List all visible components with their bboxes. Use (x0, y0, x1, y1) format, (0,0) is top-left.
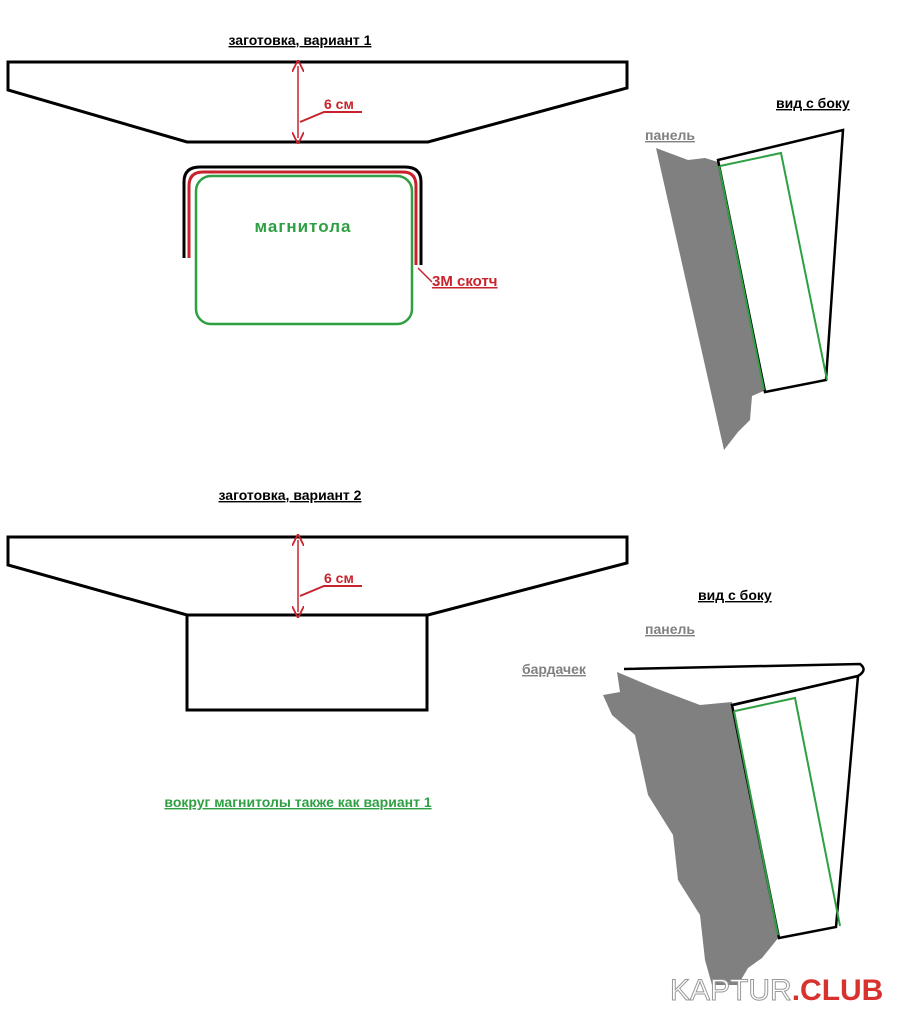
tape-outline (187, 170, 418, 265)
dimension-leader-1 (299, 111, 362, 123)
variant2-title: заготовка, вариант 2 (219, 487, 362, 503)
watermark-part1: KAPTUR (670, 974, 792, 1007)
watermark-part2: .CLUB (792, 974, 884, 1007)
panel-shape-1 (656, 148, 766, 450)
blank-shape-1 (6, 60, 629, 144)
bracket-outline (182, 165, 423, 265)
panel-shape-2 (603, 672, 779, 985)
variant1-title: заготовка, вариант 1 (229, 32, 372, 48)
side-radio-edge-2 (733, 710, 779, 936)
side-view-title-2: вид с боку (698, 587, 772, 603)
tape-label: 3М скотч (432, 273, 498, 290)
glovebox-label: бардачек (522, 661, 587, 677)
panel-label-1: панель (645, 127, 695, 143)
blank-shape-2 (6, 535, 629, 617)
variant2-note: вокруг магнитолы также как вариант 1 (164, 794, 431, 810)
radio-label: магнитола (255, 217, 352, 236)
side-radio-2 (734, 696, 841, 927)
side-radio-edge-1 (718, 165, 765, 391)
panel-label-2: панель (645, 621, 695, 637)
radio-outline (194, 174, 414, 326)
dimension-label-2: 6 см (324, 570, 354, 586)
side-radio-1 (719, 151, 828, 381)
side-view-title-1: вид с боку (776, 95, 850, 111)
tape-leader (417, 267, 433, 283)
radio-box-2 (185, 613, 429, 712)
watermark-logo: KAPTUR.CLUB (670, 974, 883, 1007)
dimension-label-1: 6 см (324, 96, 354, 112)
dimension-leader-2 (299, 585, 362, 597)
